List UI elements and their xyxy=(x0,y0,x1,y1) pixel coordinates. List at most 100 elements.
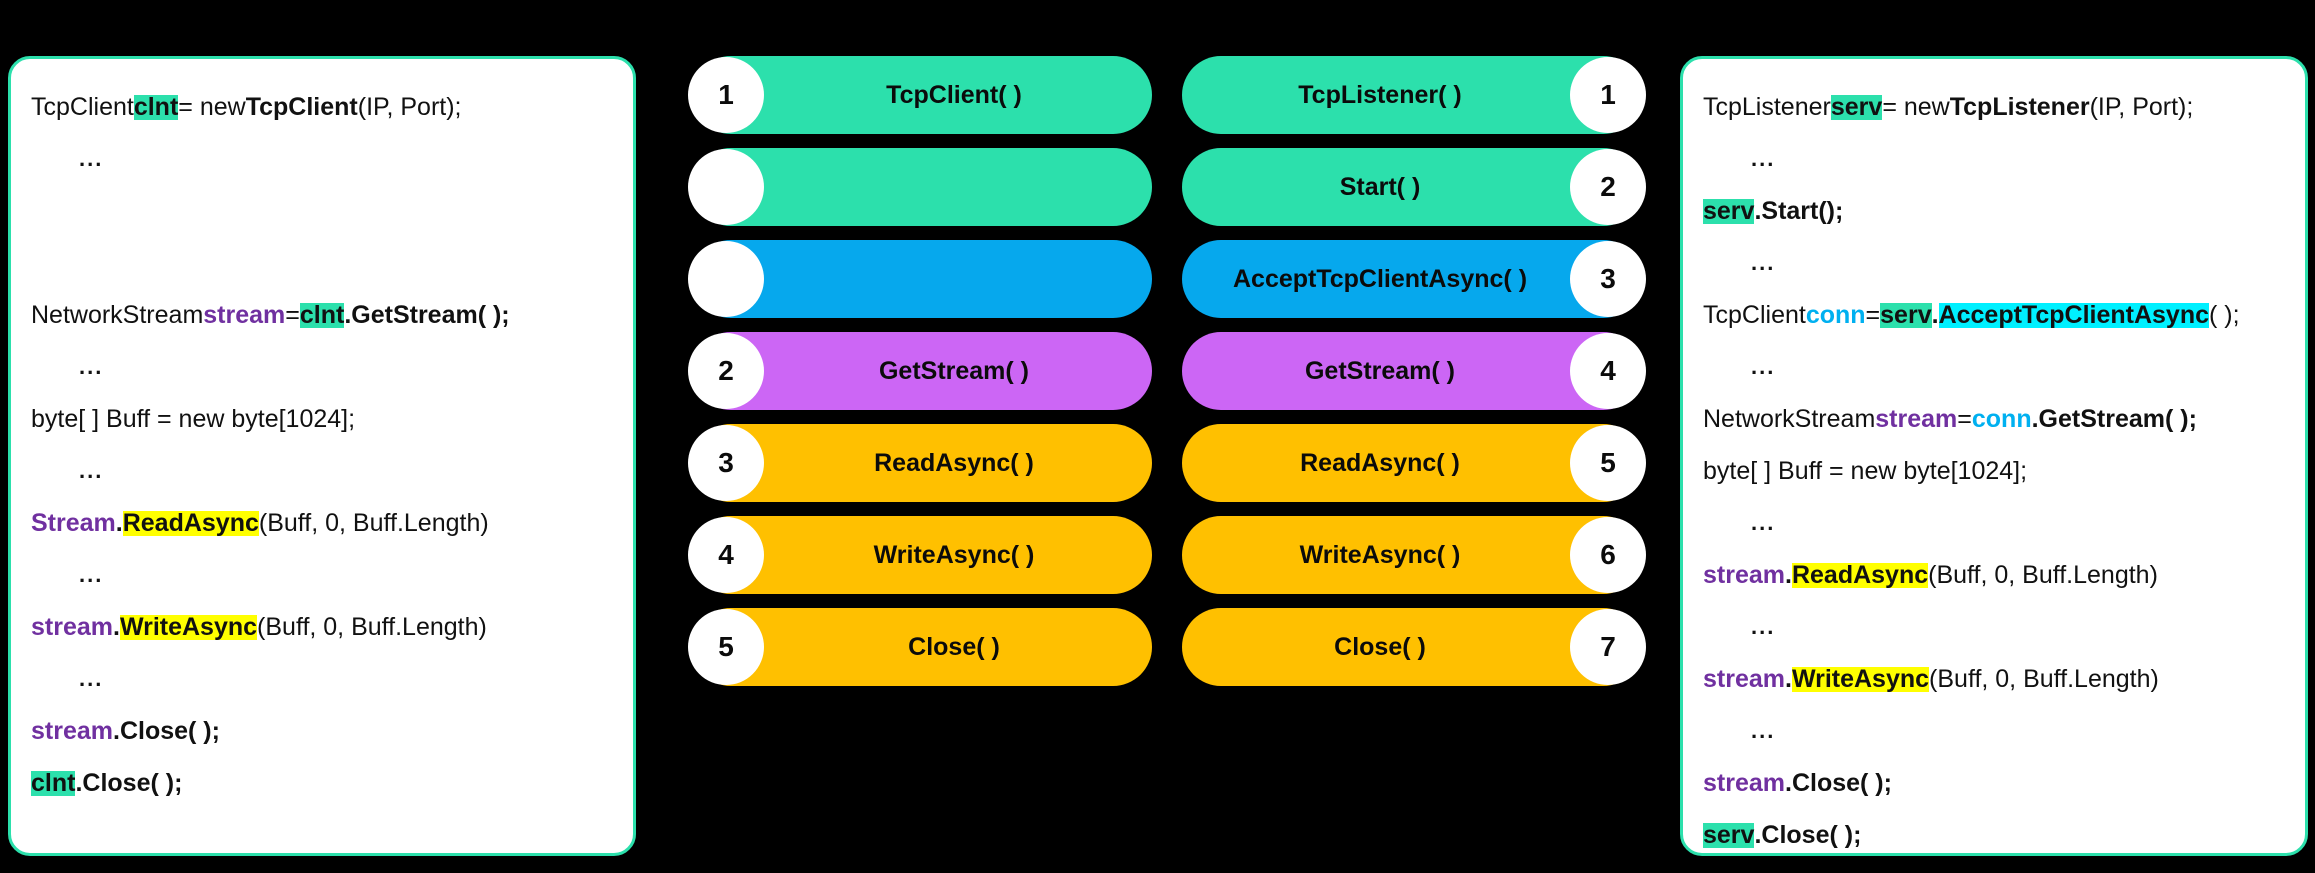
flow-step-number-badge: 2 xyxy=(1570,149,1646,225)
flow-step-number-badge: 5 xyxy=(688,609,764,685)
code-token: serv xyxy=(1880,300,1932,329)
code-token: NetworkStream xyxy=(1703,404,1876,433)
flow-step-label: AcceptTcpClientAsync( ) xyxy=(1232,264,1528,293)
code-ellipsis: ... xyxy=(1751,614,1776,639)
code-line: NetworkStream stream = clnt.GetStream( )… xyxy=(31,289,613,341)
code-ellipsis: ... xyxy=(79,562,104,587)
flow-step-number-badge: 3 xyxy=(1570,241,1646,317)
flow-step-label: GetStream( ) xyxy=(1304,356,1456,385)
code-line: clnt.Close( ); xyxy=(31,757,613,809)
code-ellipsis: ... xyxy=(1751,354,1776,379)
code-line: serv.Start(); xyxy=(1703,185,2285,237)
code-token: TcpClient xyxy=(1703,300,1806,329)
code-token: stream xyxy=(1703,664,1785,693)
code-line: TcpClient clnt = new TcpClient (IP, Port… xyxy=(31,81,613,133)
code-token: byte[ ] Buff = new byte[1024]; xyxy=(1703,456,2028,485)
flow-step-pill[interactable] xyxy=(688,240,1152,318)
flow-step-number-badge: 3 xyxy=(688,425,764,501)
flow-step-label: Close( ) xyxy=(908,632,1000,661)
code-token: (Buff, 0, Buff.Length) xyxy=(1928,560,2158,589)
code-token: conn xyxy=(1971,404,2032,433)
code-token: stream xyxy=(203,300,286,329)
flow-step-number-badge: 7 xyxy=(1570,609,1646,685)
code-token: .Close( ); xyxy=(113,716,220,745)
code-token: serv xyxy=(1830,92,1883,121)
code-line: stream. ReadAsync(Buff, 0, Buff.Length) xyxy=(1703,549,2285,601)
code-token: serv xyxy=(1703,820,1755,849)
flow-step-number-badge: 5 xyxy=(1570,425,1646,501)
code-token: = xyxy=(1957,404,1972,433)
flow-step-pill[interactable]: Close( ) 7 xyxy=(1182,608,1646,686)
code-token: ( ); xyxy=(2209,300,2240,329)
code-token: TcpListener xyxy=(1949,92,2090,121)
flow-step-pill[interactable]: TcpListener( ) 1 xyxy=(1182,56,1646,134)
flow-step-number-badge: 4 xyxy=(688,517,764,593)
code-token: .Close( ); xyxy=(1785,768,1892,797)
flow-step-pill[interactable]: AcceptTcpClientAsync( ) 3 xyxy=(1182,240,1646,318)
code-token: .Close( ); xyxy=(1754,820,1862,849)
flow-step-pill[interactable]: 1 TcpClient( ) xyxy=(688,56,1152,134)
code-token: (IP, Port); xyxy=(357,92,462,121)
code-token: byte[ ] Buff = new byte[1024]; xyxy=(31,404,356,433)
flow-step-label: GetStream( ) xyxy=(878,356,1030,385)
flow-step-number-badge: 6 xyxy=(1570,517,1646,593)
server-code-panel: TcpListener serv = new TcpListener(IP, P… xyxy=(1680,56,2308,856)
code-line: stream.Close( ); xyxy=(1703,757,2285,809)
code-blank-line xyxy=(31,237,613,289)
flow-step-pill[interactable] xyxy=(688,148,1152,226)
flow-step-pill[interactable]: ReadAsync( )5 xyxy=(1182,424,1646,502)
code-ellipsis: ... xyxy=(1751,146,1776,171)
flow-step-pill[interactable]: Start( )2 xyxy=(1182,148,1646,226)
code-ellipsis: ... xyxy=(79,666,104,691)
code-token: = xyxy=(1865,300,1881,329)
flow-step-number-badge: 4 xyxy=(1570,333,1646,409)
code-token: . xyxy=(1785,664,1792,693)
code-token: (Buff, 0, Buff.Length) xyxy=(257,612,487,641)
code-token: (Buff, 0, Buff.Length) xyxy=(258,508,489,537)
code-token: . xyxy=(1785,560,1792,589)
flow-step-number-badge: 1 xyxy=(688,57,764,133)
flow-step-label: TcpListener( ) xyxy=(1298,80,1462,109)
flow-step-label: WriteAsync( ) xyxy=(1299,540,1461,569)
code-token: Stream xyxy=(31,508,116,537)
code-token: ReadAsync xyxy=(1791,560,1929,589)
code-token: = new xyxy=(178,92,246,121)
flow-step-label: TcpClient( ) xyxy=(886,80,1022,109)
code-ellipsis: ... xyxy=(1751,250,1776,275)
code-line: stream.WriteAsync(Buff, 0, Buff.Length) xyxy=(31,601,613,653)
code-token: clnt xyxy=(133,92,179,121)
code-token: clnt xyxy=(31,768,76,797)
code-blank-line xyxy=(31,185,613,237)
code-line: stream.Close( ); xyxy=(31,705,613,757)
flow-step-number-badge: 1 xyxy=(1570,57,1646,133)
code-line: NetworkStream stream = conn.GetStream( )… xyxy=(1703,393,2285,445)
code-token: TcpClient xyxy=(31,92,134,121)
code-token: .Close( ); xyxy=(75,768,183,797)
code-ellipsis: ... xyxy=(1751,510,1776,535)
code-token: AcceptTcpClientAsync xyxy=(1938,300,2209,329)
flow-step-pill[interactable]: WriteAsync( ) 6 xyxy=(1182,516,1646,594)
code-token: TcpClient xyxy=(245,92,358,121)
code-token: serv xyxy=(1703,196,1755,225)
flow-step-label: Close( ) xyxy=(1334,632,1426,661)
code-token: TcpListener xyxy=(1703,92,1831,121)
code-token: stream xyxy=(1875,404,1958,433)
code-line: TcpClient conn = serv. AcceptTcpClientAs… xyxy=(1703,289,2285,341)
code-token: (Buff, 0, Buff.Length) xyxy=(1929,664,2159,693)
flow-step-number-badge xyxy=(688,241,764,317)
code-token: (IP, Port); xyxy=(2089,92,2194,121)
flow-step-pill[interactable]: GetStream( ) 4 xyxy=(1182,332,1646,410)
code-token: . xyxy=(113,612,120,641)
client-code-panel: TcpClient clnt = new TcpClient (IP, Port… xyxy=(8,56,636,856)
code-token: . xyxy=(1931,300,1939,329)
code-token: .GetStream( ); xyxy=(344,300,510,329)
code-token: NetworkStream xyxy=(31,300,204,329)
code-token: = xyxy=(285,300,300,329)
flow-step-number-badge xyxy=(688,149,764,225)
code-token: .Start(); xyxy=(1754,196,1844,225)
flow-step-pill[interactable]: 5 Close( ) xyxy=(688,608,1152,686)
